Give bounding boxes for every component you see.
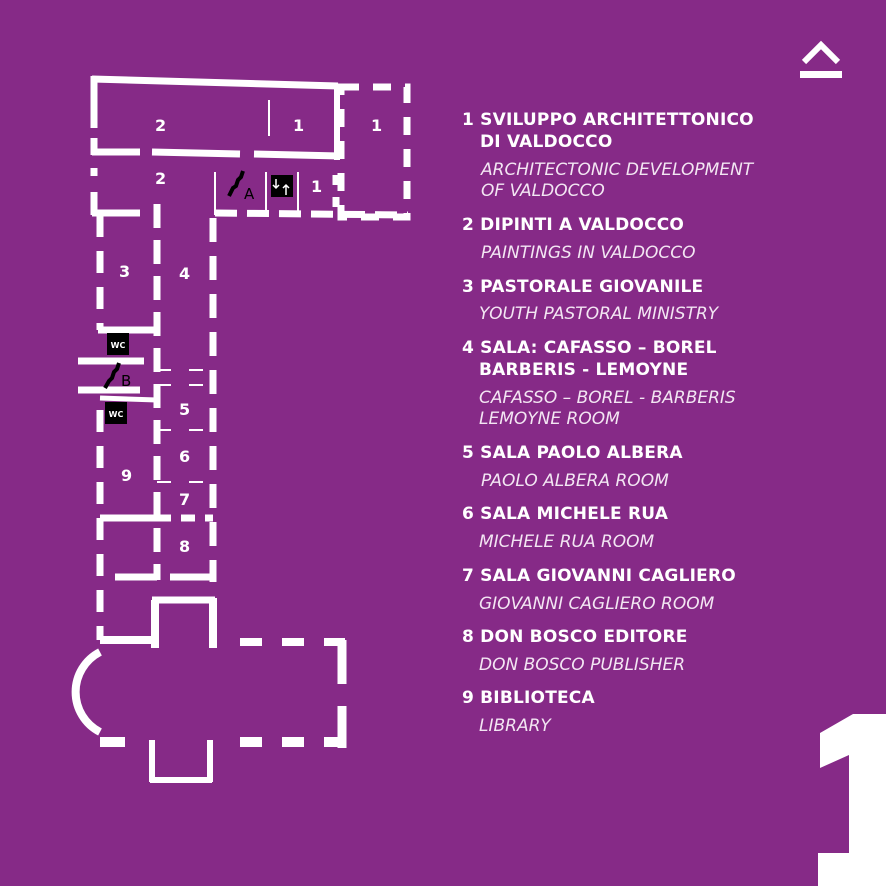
wc-label: WC [109,410,124,419]
legend-title: 3 PASTORALE GIOVANILE [462,277,704,297]
legend-english: LEMOYNE ROOM [479,409,620,429]
legend-title: BARBERIS - LEMOYNE [479,360,689,380]
legend-english: CAFASSO – BOREL - BARBERIS [479,388,736,408]
stairs-icon: B [103,362,131,390]
legend-title: 6 SALA MICHELE RUA [462,504,669,524]
legend-english: PAINTINGS IN VALDOCCO [481,243,696,263]
wc-icon: WC [107,333,129,355]
stairs-icon: A [227,170,255,203]
room-label: 6 [179,447,190,466]
room-label: 1 [293,116,304,135]
legend-english: DON BOSCO PUBLISHER [479,655,686,675]
legend-english: YOUTH PASTORAL MINISTRY [479,304,719,324]
legend-title: 4 SALA: CAFASSO – BOREL [462,338,717,358]
legend-english: OF VALDOCCO [481,181,605,201]
elevator-icon [271,175,293,197]
wc-icon: WC [105,402,127,424]
legend-english: PAOLO ALBERA ROOM [481,471,669,491]
floor-number-glyph [818,714,886,886]
room-label: 2 [155,169,166,188]
room-label: 1 [371,116,382,135]
legend-english: ARCHITECTONIC DEVELOPMENT [481,160,754,180]
room-labels: 2 1 1 2 1 3 4 5 6 7 8 9 [119,116,382,556]
room-label: 4 [179,264,190,283]
legend-title: 9 BIBLIOTECA [462,688,595,708]
legend-title: 8 DON BOSCO EDITORE [462,627,688,647]
room-label: 9 [121,466,132,485]
legend-title: 7 SALA GIOVANNI CAGLIERO [462,566,736,586]
legend-english: MICHELE RUA ROOM [479,532,655,552]
floor-plan-map [71,75,411,783]
legend-english: LIBRARY [479,716,551,736]
room-label: 1 [311,177,322,196]
room-label: 2 [155,116,166,135]
floor-up-icon [800,40,842,78]
stairs-a-label: A [244,185,255,203]
legend-english: GIOVANNI CAGLIERO ROOM [479,594,715,614]
room-label: 5 [179,400,190,419]
room-label: 7 [179,490,190,509]
wc-label: WC [111,341,126,350]
legend-title: 1 SVILUPPO ARCHITETTONICO [462,110,754,130]
legend-title: 2 DIPINTI A VALDOCCO [462,215,685,235]
legend-title: 5 SALA PAOLO ALBERA [462,443,683,463]
room-label: 3 [119,262,130,281]
room-label: 8 [179,537,190,556]
stairs-b-label: B [121,372,131,390]
legend-title: DI VALDOCCO [480,132,613,152]
